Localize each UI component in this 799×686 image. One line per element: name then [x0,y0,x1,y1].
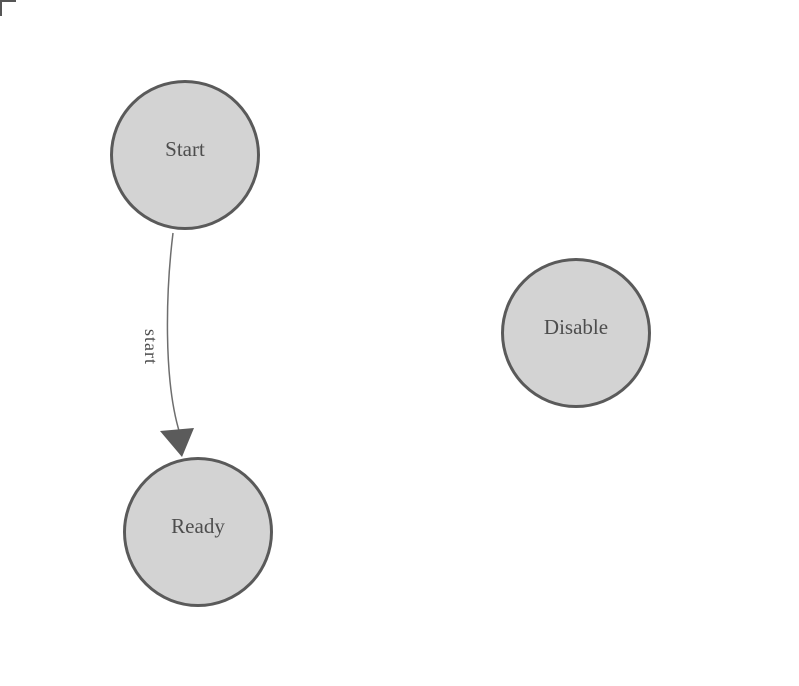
node-circle-disable[interactable] [501,258,651,408]
edge-label: start [141,329,161,365]
node-circle-ready[interactable] [123,457,273,607]
node-circle-start[interactable] [110,80,260,230]
node-ready[interactable]: Ready [123,457,273,607]
node-label-ready: Ready [171,514,225,538]
arrowhead-icon [160,428,194,457]
node-label-start: Start [165,137,205,161]
node-disable[interactable]: Disable [501,258,651,408]
node-start[interactable]: Start [110,80,260,230]
edge-line[interactable] [166,232,181,435]
node-label-disable: Disable [544,315,608,339]
paper-origin-corner [0,0,16,16]
edge-start-to-ready[interactable]: start [141,232,194,457]
